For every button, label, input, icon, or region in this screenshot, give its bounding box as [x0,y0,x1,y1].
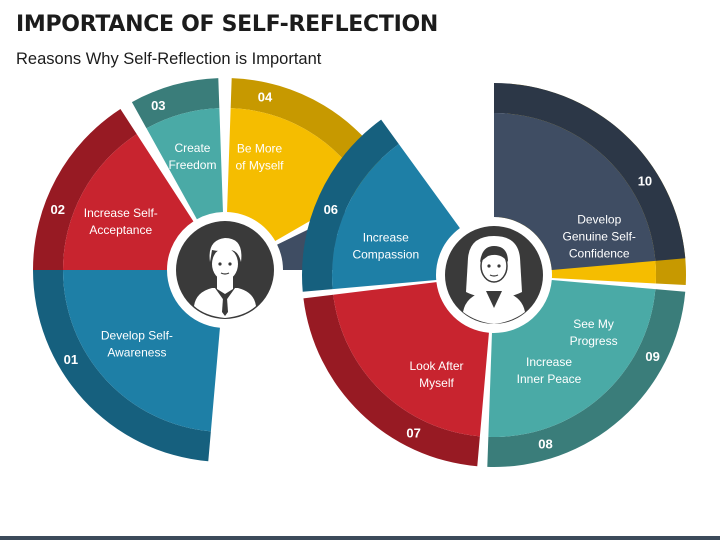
segment-number: 10 [638,174,652,189]
page-title: IMPORTANCE OF SELF-REFLECTION [16,12,438,37]
segment-label: Increase Self- Acceptance [84,206,158,237]
segment-label: Develop Self- Awareness [101,328,173,359]
segment-label-line: Create [174,141,210,155]
man-avatar-icon [168,213,282,327]
segment-outer-band [302,119,399,292]
segment-label-line: Acceptance [89,223,152,237]
segment-inner-band [63,134,194,270]
segment-label-line: Increase [526,355,572,369]
segment-label-line: Awareness [107,345,166,359]
segment-number: 08 [538,436,552,451]
segment-label-line: Develop Self- [101,328,173,342]
segment-02: Increase Self- Acceptance 02 [33,108,194,270]
segment-label-line: Genuine Self- [563,230,636,244]
woman-avatar-icon [437,218,551,332]
segment-number: 04 [258,90,273,105]
segment-inner-band [146,108,223,220]
segment-number: 02 [51,202,65,217]
segment-outer-band [131,78,220,129]
segment-number: 06 [324,202,338,217]
segment-label: Be More of Myself [235,142,284,173]
page-subtitle: Reasons Why Self-Reflection is Important [16,50,322,68]
segment-inner-band [331,143,460,290]
segment-label-line: Inner Peace [517,372,582,386]
segment-label-line: Freedom [168,158,216,172]
segment-label-line: Increase Self- [84,206,158,220]
segment-number: 03 [151,98,165,113]
segment-label-line: Develop [577,213,621,227]
segment-label-line: Look After [409,359,463,373]
segment-inner-band [488,280,656,437]
segment-label-line: Compassion [352,248,419,262]
segment-outer-band [303,294,480,467]
segment-label-line: Progress [570,334,618,348]
segment-label: See My Progress [570,317,618,348]
segment-outer-band [33,270,211,462]
segment-number: 09 [645,349,659,364]
segment-inner-band [333,282,489,437]
segment-label-line: See My [573,317,614,331]
segment-label-line: of Myself [235,159,284,173]
segment-outer-band [33,108,137,270]
segment-label-line: Increase [363,231,409,245]
segment-01: Develop Self- Awareness 01 [33,270,220,462]
segment-inner-band [63,270,220,432]
segment-outer-band [494,83,686,261]
bottom-bar [0,536,720,540]
segment-outer-band [487,289,686,467]
segment-inner-band [494,113,656,270]
segment-label-line: Confidence [569,247,630,261]
segment-number: 01 [64,352,78,367]
segment-label-line: Be More [237,142,283,156]
segment-number: 07 [406,426,420,441]
segment-label-line: Myself [419,376,454,390]
